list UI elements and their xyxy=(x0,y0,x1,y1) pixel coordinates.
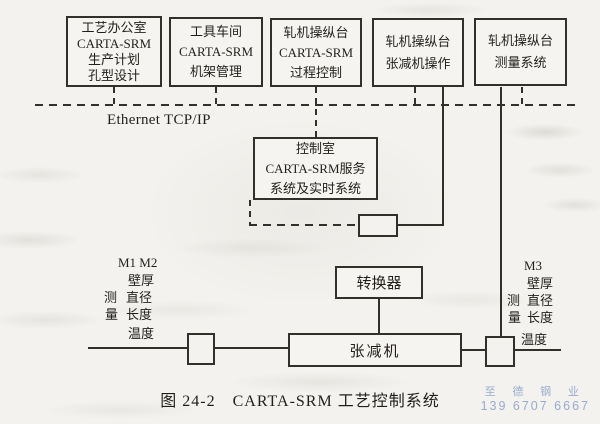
measure-item: 温度 xyxy=(128,326,155,341)
box-line: 控制室 xyxy=(295,140,335,156)
box-control-room: 控制室 CARTA-SRM服务 系统及实时系统 xyxy=(253,137,378,200)
connector-converter-to-mill xyxy=(378,299,380,334)
box-line: 转换器 xyxy=(356,276,402,292)
box-line: 过程控制 xyxy=(289,64,342,80)
measure-item: 壁厚 xyxy=(128,273,155,288)
box-line: 张减机操作 xyxy=(385,55,451,71)
measure-vertical-char: 测 xyxy=(507,293,521,308)
box-line: CARTA-SRM xyxy=(278,44,354,60)
box-line: 工艺办公室 xyxy=(81,19,147,35)
box-craft-office: 工艺办公室 CARTA-SRM 生产计划 孔型设计 xyxy=(66,16,162,87)
measure-vertical-char: 量 xyxy=(508,310,522,325)
box-converter: 转换器 xyxy=(335,266,423,299)
watermark-name: 至 德 钢 业 xyxy=(484,386,586,398)
connector-operation-down xyxy=(442,87,444,226)
measure-vertical-char: 测 xyxy=(104,290,118,305)
box-line: CARTA-SRM服务 xyxy=(265,160,366,176)
box-line: 测量系统 xyxy=(494,55,547,70)
measure-vertical-char: 量 xyxy=(105,307,119,322)
connector-stub-measure xyxy=(521,87,523,105)
ethernet-label: Ethernet TCP/IP xyxy=(107,112,211,128)
box-line: CARTA-SRM xyxy=(178,44,254,59)
junction-box-a xyxy=(358,214,398,237)
measure-item: 温度 xyxy=(521,332,548,347)
box-tool-shop: 工具车间 CARTA-SRM 机架管理 xyxy=(169,17,263,87)
box-line: 生产计划 xyxy=(87,51,140,67)
box-line: 轧机操纵台 xyxy=(385,33,451,49)
box-mill-console-operation: 轧机操纵台 张减机操作 xyxy=(372,18,464,87)
junction-box-right-gauge xyxy=(485,336,515,367)
measure-item: 直径 xyxy=(527,293,554,308)
measure-header-m3: M3 xyxy=(524,258,543,273)
connector-control-room-down-dashed xyxy=(249,200,251,226)
junction-box-left-gauge xyxy=(187,333,215,365)
connector-ethernet-bus xyxy=(35,104,576,106)
box-stretch-reducing-mill: 张减机 xyxy=(288,333,462,367)
box-line: 机架管理 xyxy=(189,64,242,79)
box-mill-console-process: 轧机操纵台 CARTA-SRM 过程控制 xyxy=(270,18,362,87)
measure-item: 长度 xyxy=(527,310,554,325)
connector-measure-down xyxy=(500,87,502,338)
box-line: CARTA-SRM xyxy=(76,35,152,51)
watermark: 至 德 钢 业 139 6707 6667 xyxy=(481,385,590,414)
box-line: 系统及实时系统 xyxy=(269,180,361,196)
measure-header-m1m2: M1 M2 xyxy=(118,255,158,270)
figure-caption: 图 24-2 CARTA-SRM 工艺控制系统 xyxy=(160,393,440,410)
connector-control-room-to-junction-a-dashed xyxy=(249,224,360,226)
measure-item: 直径 xyxy=(126,290,153,305)
measure-item: 长度 xyxy=(126,307,153,322)
measure-item: 壁厚 xyxy=(527,276,554,291)
connector-stub-tool-shop xyxy=(215,87,217,105)
connector-stub-craft-office xyxy=(113,87,115,105)
box-line: 张减机 xyxy=(349,343,401,360)
connector-process-to-control-room xyxy=(315,87,317,138)
box-line: 孔型设计 xyxy=(87,67,140,83)
box-mill-console-measure: 轧机操纵台 测量系统 xyxy=(474,18,567,86)
connector-stub-operation xyxy=(414,87,416,105)
box-line: 轧机操纵台 xyxy=(487,33,553,48)
connector-junction-a-to-operation xyxy=(396,224,444,226)
watermark-phone: 139 6707 6667 xyxy=(480,399,590,413)
box-line: 工具车间 xyxy=(189,24,242,39)
box-line: 轧机操纵台 xyxy=(283,24,349,40)
